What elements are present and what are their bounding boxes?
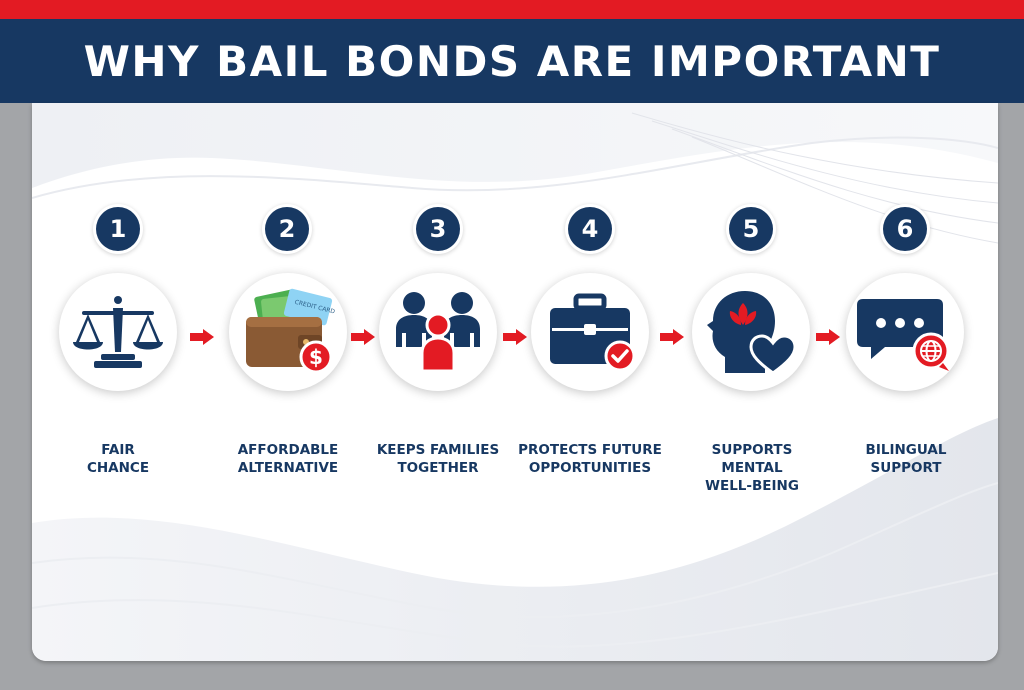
page-title: WHY BAIL BONDS ARE IMPORTANT	[83, 36, 941, 86]
step-number-badge: 3	[416, 207, 460, 251]
step-label: PROTECTS FUTURE OPPORTUNITIES	[518, 442, 662, 476]
title-banner: WHY BAIL BONDS ARE IMPORTANT	[0, 19, 1024, 103]
arrow-right-icon	[503, 329, 527, 349]
background-waves	[32, 103, 998, 661]
top-red-stripe	[0, 0, 1024, 19]
scales-of-justice-icon	[59, 273, 177, 391]
briefcase-check-icon	[531, 273, 649, 391]
arrow-right-icon	[190, 329, 214, 349]
step-number-badge: 6	[883, 207, 927, 251]
step-number-badge: 4	[568, 207, 612, 251]
step-label: AFFORDABLE ALTERNATIVE	[237, 442, 339, 476]
head-lotus-heart-icon	[692, 273, 810, 391]
step-label: SUPPORTS MENTAL WELL-BEING	[705, 442, 799, 494]
arrow-right-icon	[816, 329, 840, 349]
step-label: BILINGUAL SUPPORT	[865, 442, 947, 476]
step-number-badge: 5	[729, 207, 773, 251]
wallet-money-icon: CREDIT CARD $	[229, 273, 347, 391]
infographic-card: 1 FAIR CHANCE	[32, 103, 998, 661]
step-number-badge: 1	[96, 207, 140, 251]
step-number-badge: 2	[265, 207, 309, 251]
svg-text:$: $	[309, 345, 323, 369]
arrow-right-icon	[660, 329, 684, 349]
arrow-right-icon	[351, 329, 375, 349]
family-icon	[379, 273, 497, 391]
chat-globe-icon	[846, 273, 964, 391]
step-label: FAIR CHANCE	[86, 442, 150, 476]
step-label: KEEPS FAMILIES TOGETHER	[376, 442, 500, 476]
